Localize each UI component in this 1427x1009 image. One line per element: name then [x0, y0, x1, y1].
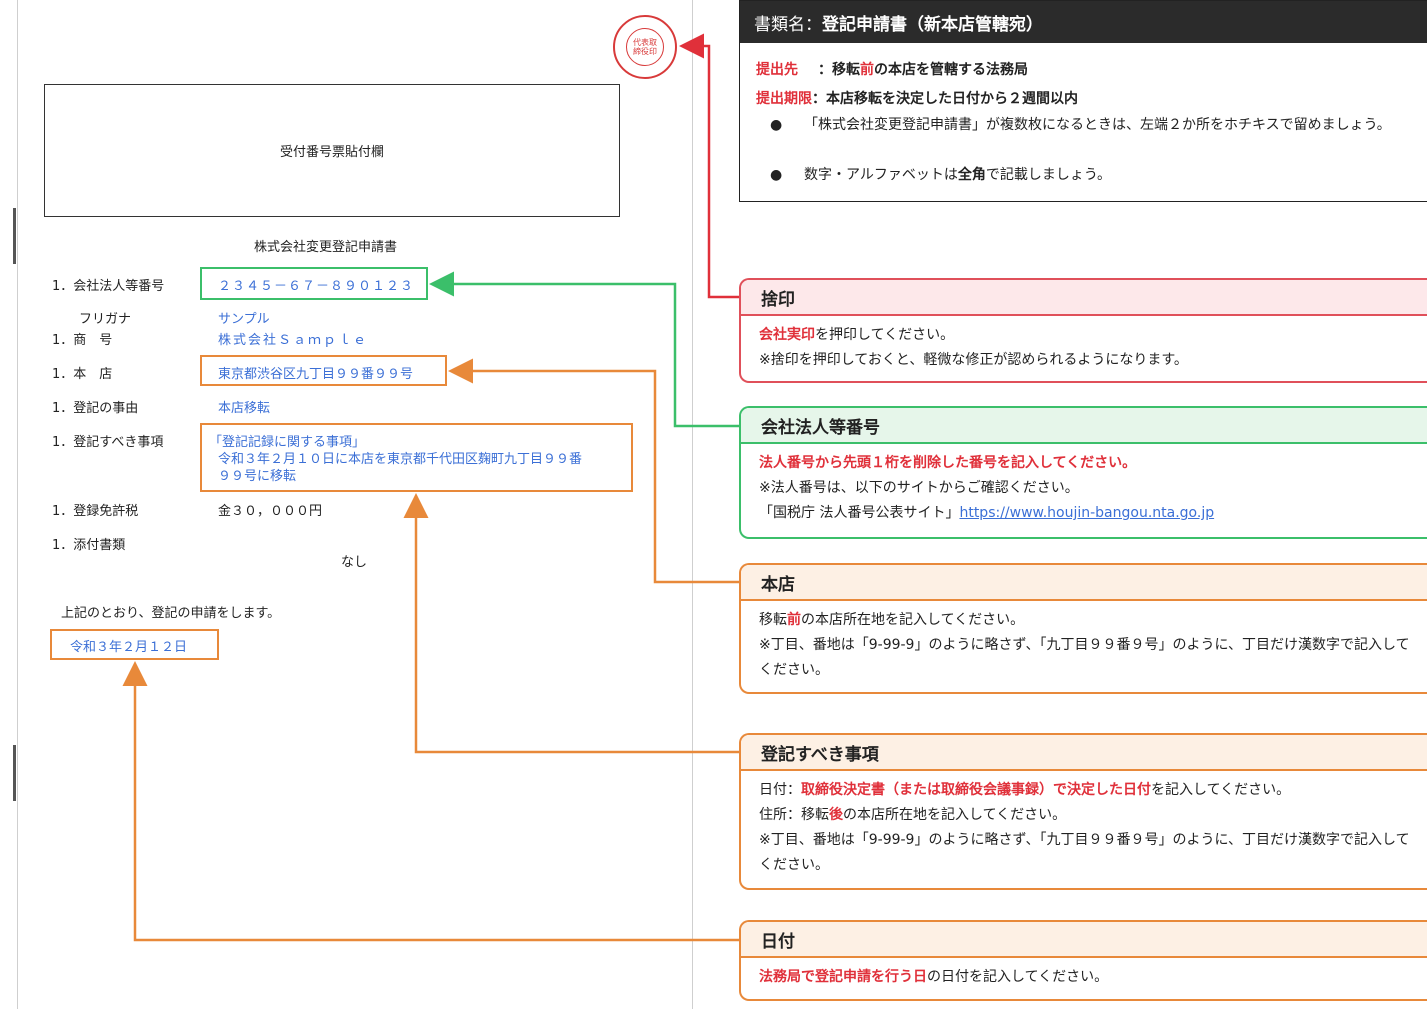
row-value-matters-line1: 「登記記録に関する事項」 — [209, 435, 366, 450]
document-info-box: 書類名：登記申請書（新本店管轄宛） 提出先：移転前の本店を管轄する法務局 提出期… — [739, 0, 1427, 202]
receipt-stamp-label: 受付番号票貼付欄 — [279, 145, 384, 160]
row-label-head-office: 1．本 店 — [52, 367, 113, 382]
card-corp-no-title: 会社法人等番号 — [741, 408, 1427, 444]
houjin-bangou-link[interactable]: https://www.houjin-bangou.nta.go.jp — [959, 505, 1215, 521]
binder-mark — [13, 208, 16, 264]
highlight-corp-no — [200, 267, 428, 300]
highlight-matters — [200, 423, 633, 492]
bullet-fullwidth: ● 数字・アルファベットは全角で記載しましょう。 — [770, 167, 1112, 183]
row-value-tax: 金３０，０００円 — [218, 504, 323, 519]
card-matters-title: 登記すべき事項 — [741, 735, 1427, 771]
application-date: 令和３年２月１２日 — [70, 640, 188, 655]
row-label-matters: 1．登記すべき事項 — [52, 435, 164, 450]
connector-corp-no — [429, 271, 739, 428]
connector-seal — [679, 33, 739, 299]
card-seal-title: 捨印 — [741, 280, 1427, 316]
card-corp-no: 会社法人等番号 法人番号から先頭１桁を削除した番号を記入してください。 ※法人番… — [739, 406, 1427, 539]
row-label-attachments: 1．添付書類 — [52, 538, 126, 553]
submit-to-row: 提出先：移転前の本店を管轄する法務局 — [756, 62, 1028, 78]
row-value-reason: 本店移転 — [218, 401, 271, 416]
row-label-corp-no: 1．会社法人等番号 — [52, 279, 165, 294]
connector-head-office — [448, 358, 739, 584]
card-head-office: 本店 移転前の本店所在地を記入してください。 ※丁目、番地は「9-99-9」のよ… — [739, 563, 1427, 694]
document-info-header: 書類名：登記申請書（新本店管轄宛） — [740, 1, 1427, 43]
seal-inner: 代表取締役印 — [626, 28, 664, 66]
row-value-head-office: 東京都渋谷区九丁目９９番９９号 — [218, 367, 414, 382]
row-label-furigana: フリガナ — [79, 312, 132, 327]
row-value-corp-no: ２３４５－６７－８９０１２３ — [218, 279, 415, 294]
bullet-staple: ● 「株式会社変更登記申請書」が複数枚になるときは、左端２か所をホチキスで留めま… — [770, 117, 1391, 133]
row-value-furigana: サンプル — [218, 312, 270, 327]
card-date-title: 日付 — [741, 922, 1427, 958]
form-page — [17, 0, 693, 1009]
row-value-attachments: なし — [341, 555, 368, 570]
row-value-matters-line3: ９９号に移転 — [218, 469, 297, 484]
connector-date — [122, 661, 739, 942]
row-value-matters-line2: 令和３年２月１０日に本店を東京都千代田区麹町九丁目９９番 — [218, 452, 583, 467]
document-name: 登記申請書（新本店管轄宛） — [822, 14, 1043, 35]
receipt-stamp-area: 受付番号票貼付欄 — [44, 84, 620, 217]
row-label-tax: 1．登録免許税 — [52, 504, 139, 519]
card-matters: 登記すべき事項 日付：取締役決定書（または取締役会議事録）で決定した日付を記入し… — [739, 733, 1427, 890]
card-head-office-title: 本店 — [741, 565, 1427, 601]
row-label-trade-name: 1．商 号 — [52, 333, 113, 348]
connector-matters — [403, 493, 739, 754]
highlight-head-office — [200, 355, 447, 386]
card-seal: 捨印 会社実印を押印してください。 ※捨印を押印しておくと、軽微な修正が認められ… — [739, 278, 1427, 383]
form-title: 株式会社変更登記申請書 — [254, 240, 398, 255]
row-label-reason: 1．登記の事由 — [52, 401, 139, 416]
highlight-date — [50, 629, 219, 660]
closing-text: 上記のとおり、登記の申請をします。 — [61, 606, 281, 621]
company-seal-stamp: 代表取締役印 — [613, 15, 677, 79]
card-date: 日付 法務局で登記申請を行う日の日付を記入してください。 — [739, 920, 1427, 1001]
deadline-row: 提出期限：本店移転を決定した日付から２週間以内 — [756, 91, 1078, 107]
binder-mark — [13, 745, 16, 801]
row-value-trade-name: 株式会社Ｓａｍｐｌｅ — [218, 333, 369, 348]
